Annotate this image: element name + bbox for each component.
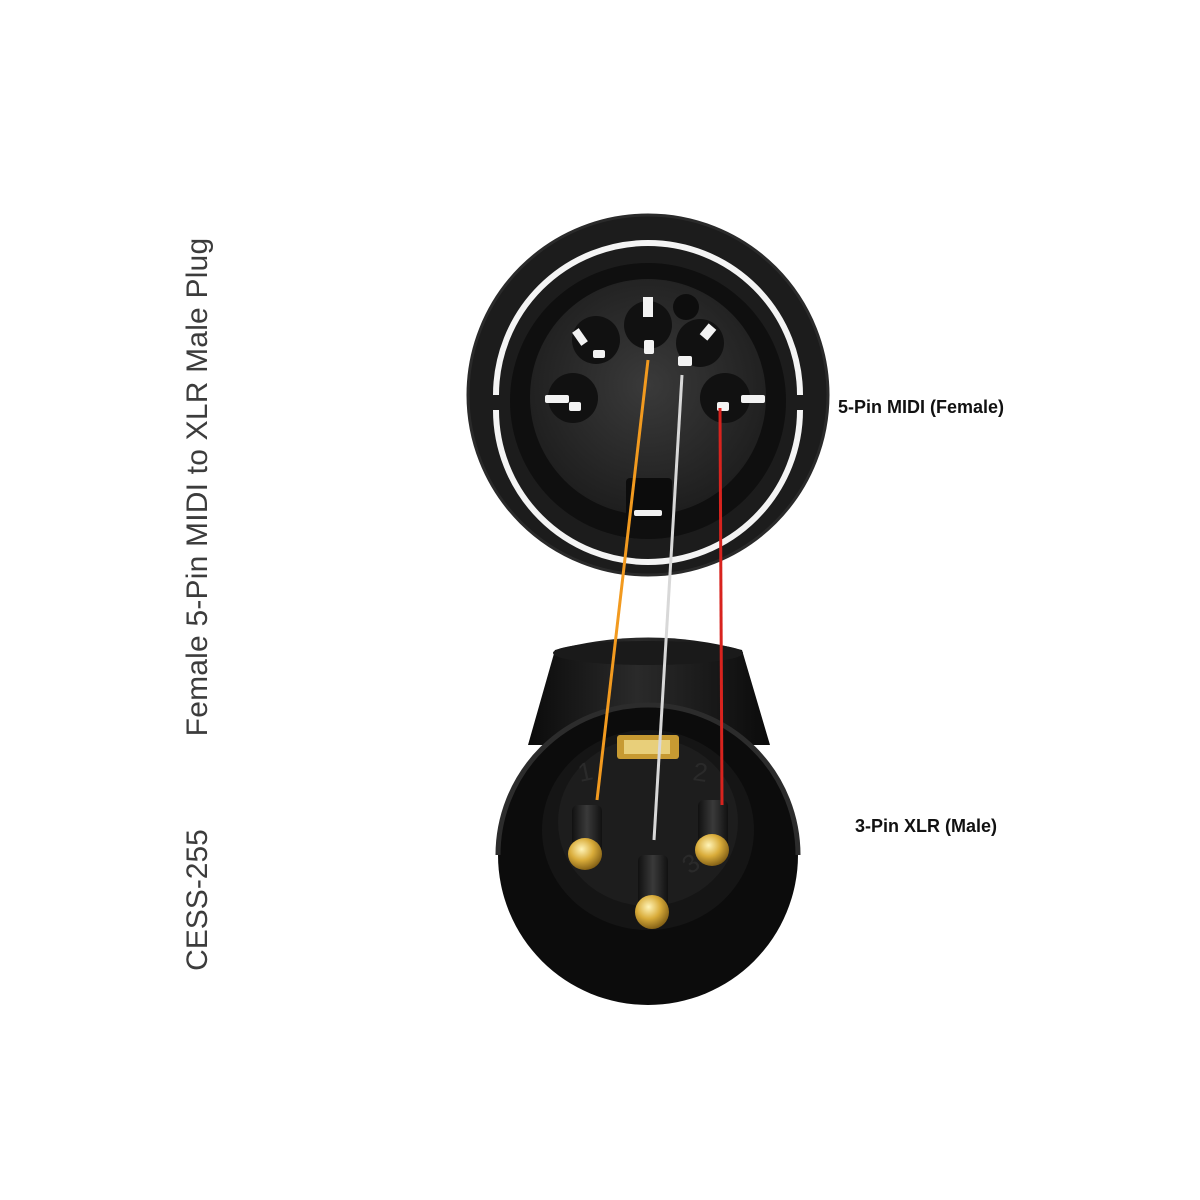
product-code: CESS-255	[181, 829, 214, 971]
xlr-male-connector-icon: 1 2 3	[495, 637, 801, 1005]
red-wire	[718, 407, 724, 806]
product-title: Female 5-Pin MIDI to XLR Male Plug	[181, 237, 214, 737]
white-wire	[652, 374, 684, 841]
xlr-callout-label: 3-Pin XLR (Male)	[855, 816, 998, 836]
xlr-pins	[568, 800, 729, 929]
midi-callout-label: 5-Pin MIDI (Female)	[838, 397, 1005, 417]
midi-female-connector-icon	[466, 213, 830, 577]
wiring-lines	[595, 359, 724, 841]
orange-wire	[595, 359, 650, 801]
xlr-pin-number-1: 1	[575, 756, 595, 788]
xlr-pin-number-2: 2	[691, 756, 710, 788]
midi-pin-sockets	[545, 297, 765, 423]
